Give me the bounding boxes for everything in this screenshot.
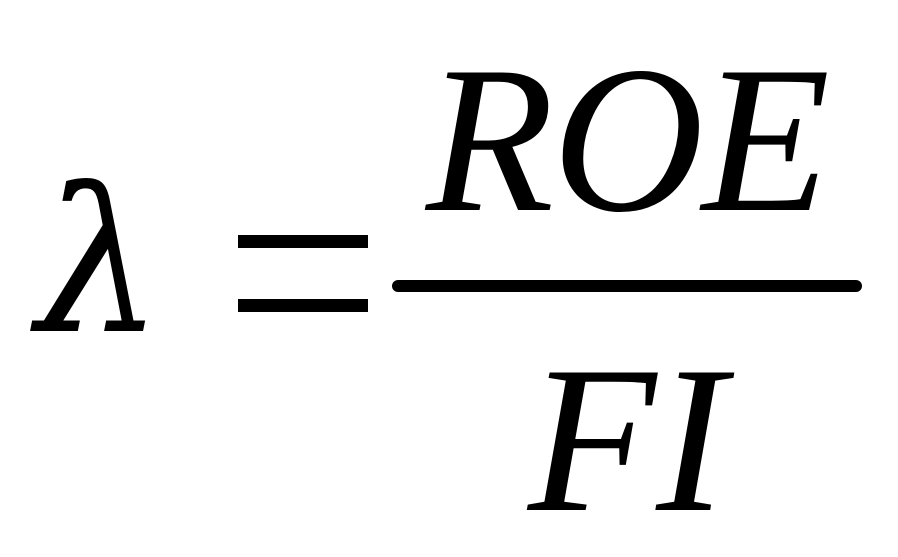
- fraction-numerator: ROE: [425, 24, 830, 256]
- lambda-symbol: λ: [36, 146, 164, 379]
- fraction-bar: [392, 280, 862, 292]
- fraction: ROE FI: [392, 24, 862, 556]
- equals-bar-bottom: [238, 299, 368, 312]
- fraction-denominator: FI: [527, 324, 727, 556]
- equals-sign: [238, 235, 368, 315]
- equals-bar-top: [238, 235, 368, 248]
